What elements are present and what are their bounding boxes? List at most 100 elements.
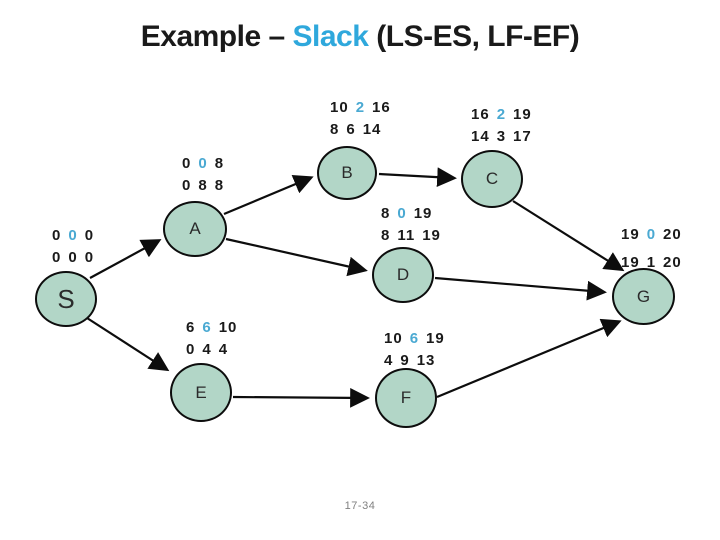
title-prefix: Example –	[140, 20, 293, 53]
lf-value: 4	[218, 340, 229, 358]
node-G: G	[612, 268, 675, 325]
edge-C-G	[512, 200, 625, 272]
ls-value: 8	[381, 226, 391, 244]
node-B-label: B	[341, 163, 353, 182]
annotation-B-row1: 10 2 16	[330, 96, 391, 118]
slack-value: 6	[409, 329, 420, 347]
ef-value: 0	[84, 226, 95, 244]
annotation-G-row1: 19 0 20	[621, 220, 682, 248]
slack-value: 6	[202, 318, 212, 336]
edge-E-F	[232, 387, 370, 408]
es-value: 10	[384, 329, 403, 347]
edge-A-D	[225, 237, 368, 277]
edge-S-A	[89, 239, 162, 279]
ls-value: 8	[330, 120, 340, 138]
mid-value: 4	[202, 340, 212, 358]
lf-value: 13	[416, 351, 436, 369]
node-S-label: S	[57, 283, 75, 314]
edge-D-G	[434, 276, 607, 301]
annotation-C: 16 2 19 14 3 17	[471, 103, 532, 147]
slack-value: 0	[68, 226, 78, 244]
node-E: E	[170, 363, 232, 422]
es-value: 16	[471, 105, 490, 123]
node-E-label: E	[195, 382, 207, 402]
node-B: B	[317, 146, 377, 200]
node-G-label: G	[636, 286, 651, 306]
slack-value: 0	[646, 225, 657, 243]
es-value: 19	[621, 225, 640, 243]
node-F: F	[375, 368, 437, 428]
mid-value: 11	[397, 226, 416, 244]
ef-value: 19	[513, 105, 532, 123]
ls-value: 14	[471, 127, 490, 145]
edge-S-E	[86, 317, 170, 372]
annotation-G-row2: 19 1 20	[621, 248, 682, 276]
slide-title: Example – Slack (LS-ES, LF-EF)	[0, 20, 720, 54]
lf-value: 20	[663, 253, 682, 271]
es-value: 10	[330, 98, 349, 116]
lf-value: 19	[422, 226, 441, 244]
mid-value: 8	[198, 176, 208, 194]
edge-A-B	[223, 174, 314, 216]
annotation-D-row2: 8 11 19	[381, 224, 441, 246]
node-A: A	[163, 201, 227, 257]
mid-value: 3	[496, 127, 507, 145]
ef-value: 10	[218, 318, 238, 336]
annotation-C-row2: 14 3 17	[471, 125, 532, 147]
annotation-F-row1: 10 6 19	[384, 327, 445, 349]
slack-value: 2	[496, 105, 507, 123]
annotation-C-row1: 16 2 19	[471, 103, 532, 125]
ls-value: 0	[182, 176, 192, 194]
page-number: 17-34	[344, 500, 376, 512]
ef-value: 8	[214, 154, 225, 172]
ef-value: 19	[426, 329, 445, 347]
ef-value: 19	[413, 204, 433, 222]
ls-value: 0	[186, 340, 196, 358]
slack-value: 0	[198, 154, 208, 172]
node-D-label: D	[396, 265, 410, 284]
node-S: S	[35, 271, 97, 327]
mid-value: 1	[646, 253, 657, 271]
es-value: 0	[182, 154, 192, 172]
es-value: 8	[381, 204, 391, 222]
lf-value: 17	[513, 127, 532, 145]
mid-value: 0	[68, 248, 78, 266]
slack-value: 0	[397, 204, 407, 222]
lf-value: 0	[84, 248, 95, 266]
edge-F-G	[436, 318, 622, 399]
es-value: 6	[186, 318, 196, 336]
title-suffix: (LS-ES, LF-EF)	[368, 20, 580, 53]
mid-value: 9	[400, 351, 410, 369]
annotation-G: 19 0 20 19 1 20	[621, 220, 682, 276]
ls-value: 4	[384, 351, 394, 369]
mid-value: 6	[346, 120, 356, 138]
ef-value: 16	[372, 98, 391, 116]
lf-value: 8	[214, 176, 225, 194]
ls-value: 0	[52, 248, 62, 266]
title-highlight: Slack	[292, 20, 369, 53]
ls-value: 19	[621, 253, 640, 271]
slack-value: 2	[355, 98, 366, 116]
ef-value: 20	[663, 225, 682, 243]
node-C-label: C	[485, 169, 499, 188]
lf-value: 14	[362, 120, 382, 138]
node-A-label: A	[189, 219, 201, 238]
edge-B-C	[378, 167, 457, 188]
es-value: 0	[52, 226, 62, 244]
node-D: D	[372, 247, 434, 303]
